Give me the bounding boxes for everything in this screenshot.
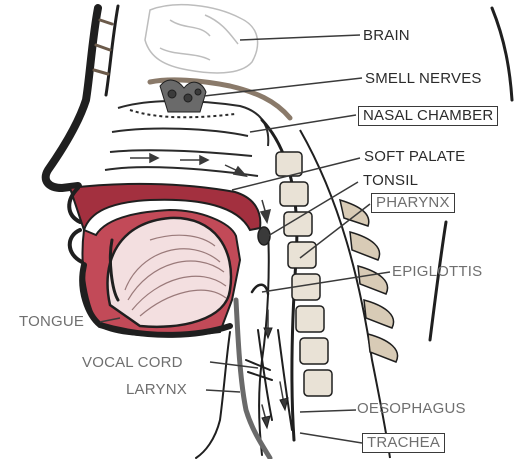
throat-structures [236,285,292,458]
label-pharynx: PHARYNX [371,193,455,213]
brain-illustration [145,5,258,73]
label-smell-nerves: SMELL NERVES [365,70,482,88]
label-epiglottis: EPIGLOTTIS [392,263,482,281]
label-trachea: TRACHEA [362,433,445,453]
neck-outline [196,332,230,458]
label-oesophagus: OESOPHAGUS [357,400,466,418]
smell-nerves-illustration [160,80,206,112]
label-larynx: LARYNX [126,381,187,399]
label-soft-palate: SOFT PALATE [364,148,465,166]
label-tongue: TONGUE [19,313,84,331]
label-brain: BRAIN [363,27,410,45]
label-vocal-cord: VOCAL CORD [82,354,183,372]
label-tonsil: TONSIL [363,172,418,190]
back-of-head-outline [430,8,512,340]
label-nasal-chamber: NASAL CHAMBER [358,106,498,126]
tongue-illustration [108,218,232,327]
